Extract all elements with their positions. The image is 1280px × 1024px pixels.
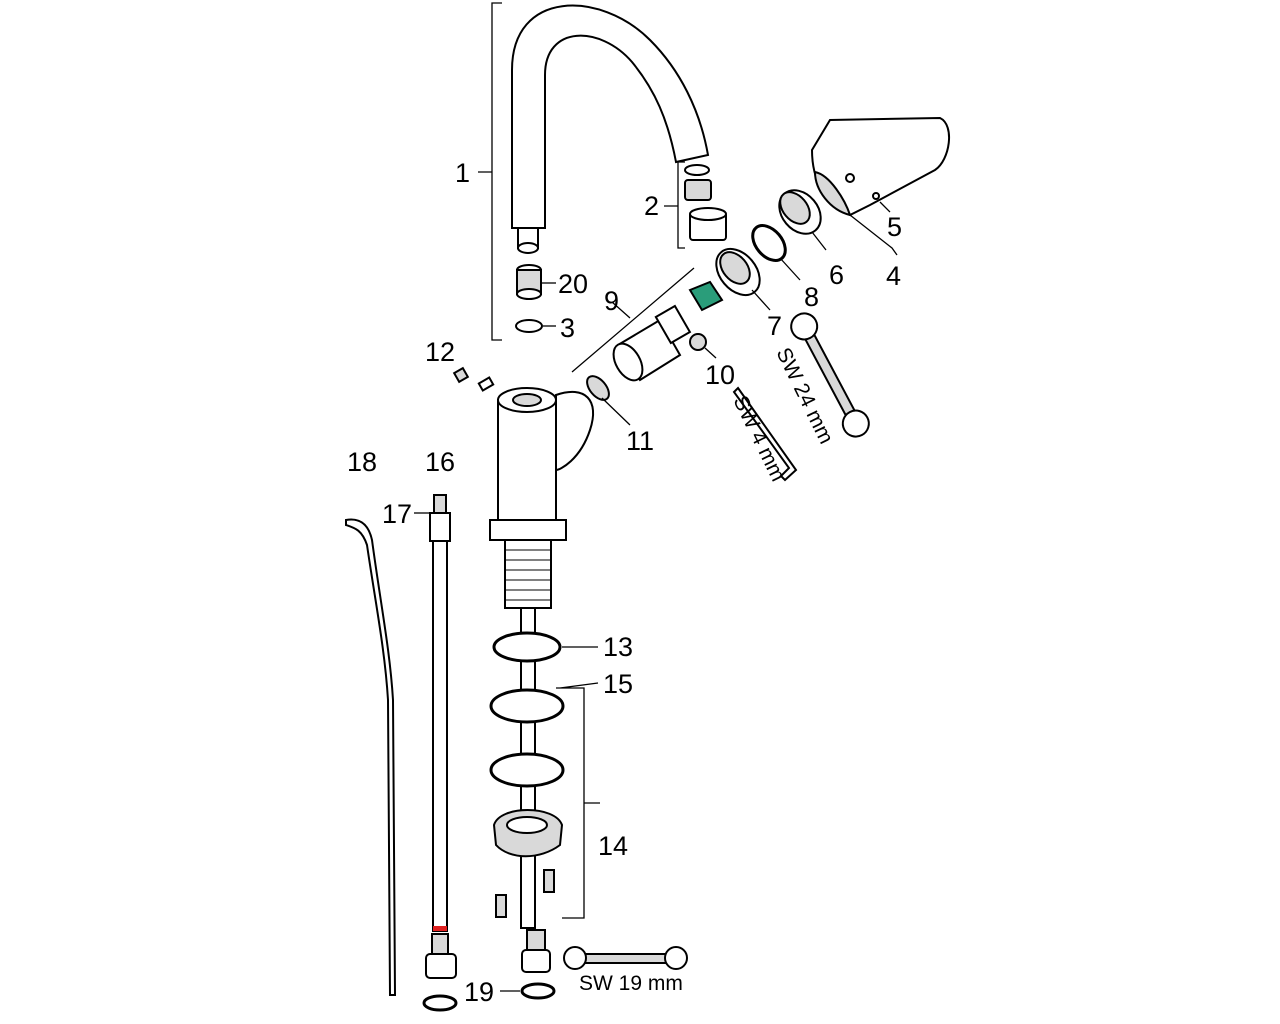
label-13: 13 [603, 632, 633, 662]
washer-part-14a [489, 752, 565, 788]
bracket-1 [478, 2, 502, 341]
hex-key-4-icon [732, 386, 798, 482]
o-ring-part-8 [751, 224, 787, 262]
label-20: 20 [558, 269, 588, 299]
label-9: 9 [604, 286, 619, 316]
label-sw-4: SW 4 mm [729, 392, 790, 485]
label-14: 14 [598, 831, 628, 861]
label-3: 3 [560, 313, 575, 343]
fixing-plate-part-14 [492, 809, 564, 858]
lift-rod-part-18 [345, 518, 397, 996]
cartridge-nut-part-7 [715, 247, 771, 311]
cartridge-part-9 [612, 280, 724, 382]
label-12: 12 [425, 337, 455, 367]
label-6: 6 [829, 260, 844, 290]
grub-screw-part-10 [689, 333, 717, 359]
label-11: 11 [626, 426, 654, 456]
stud-bolt [495, 894, 507, 918]
label-2: 2 [644, 191, 659, 221]
flex-hose-part-16 [425, 494, 457, 979]
screws-part-12 [452, 366, 495, 392]
wrench-24-icon [790, 312, 870, 438]
stud-bolt [543, 869, 555, 893]
wrench-19-icon [563, 946, 688, 970]
label-17: 17 [382, 499, 412, 529]
label-1: 1 [455, 158, 470, 188]
hose-nut-right [521, 929, 551, 973]
strainer-part-20 [516, 264, 556, 300]
bracket-2 [664, 161, 685, 249]
washer-part-15 [489, 688, 565, 724]
label-10: 10 [705, 360, 735, 390]
cover-ring-part-6 [778, 189, 827, 251]
label-5: 5 [887, 212, 902, 242]
bracket-14-15 [556, 682, 600, 919]
label-15: 15 [603, 669, 633, 699]
seal-part-11 [586, 375, 631, 426]
label-7: 7 [767, 311, 782, 341]
washer-part-19-left [422, 994, 458, 1012]
bracket-9 [571, 267, 695, 373]
washer-part-19-right [520, 982, 556, 1000]
seal-ring-part-3 [515, 319, 543, 333]
label-16: 16 [425, 447, 455, 477]
leader-4-5 [849, 201, 898, 256]
spout-part-1 [511, 4, 710, 254]
lever-handle-part-4 [810, 116, 951, 217]
label-sw-19: SW 19 mm [579, 972, 683, 995]
aerator-part-2 [684, 164, 727, 241]
gasket-part-13 [492, 631, 562, 663]
label-19: 19 [464, 977, 494, 1007]
label-4: 4 [886, 261, 901, 291]
label-18: 18 [347, 447, 377, 477]
label-8: 8 [804, 282, 819, 312]
